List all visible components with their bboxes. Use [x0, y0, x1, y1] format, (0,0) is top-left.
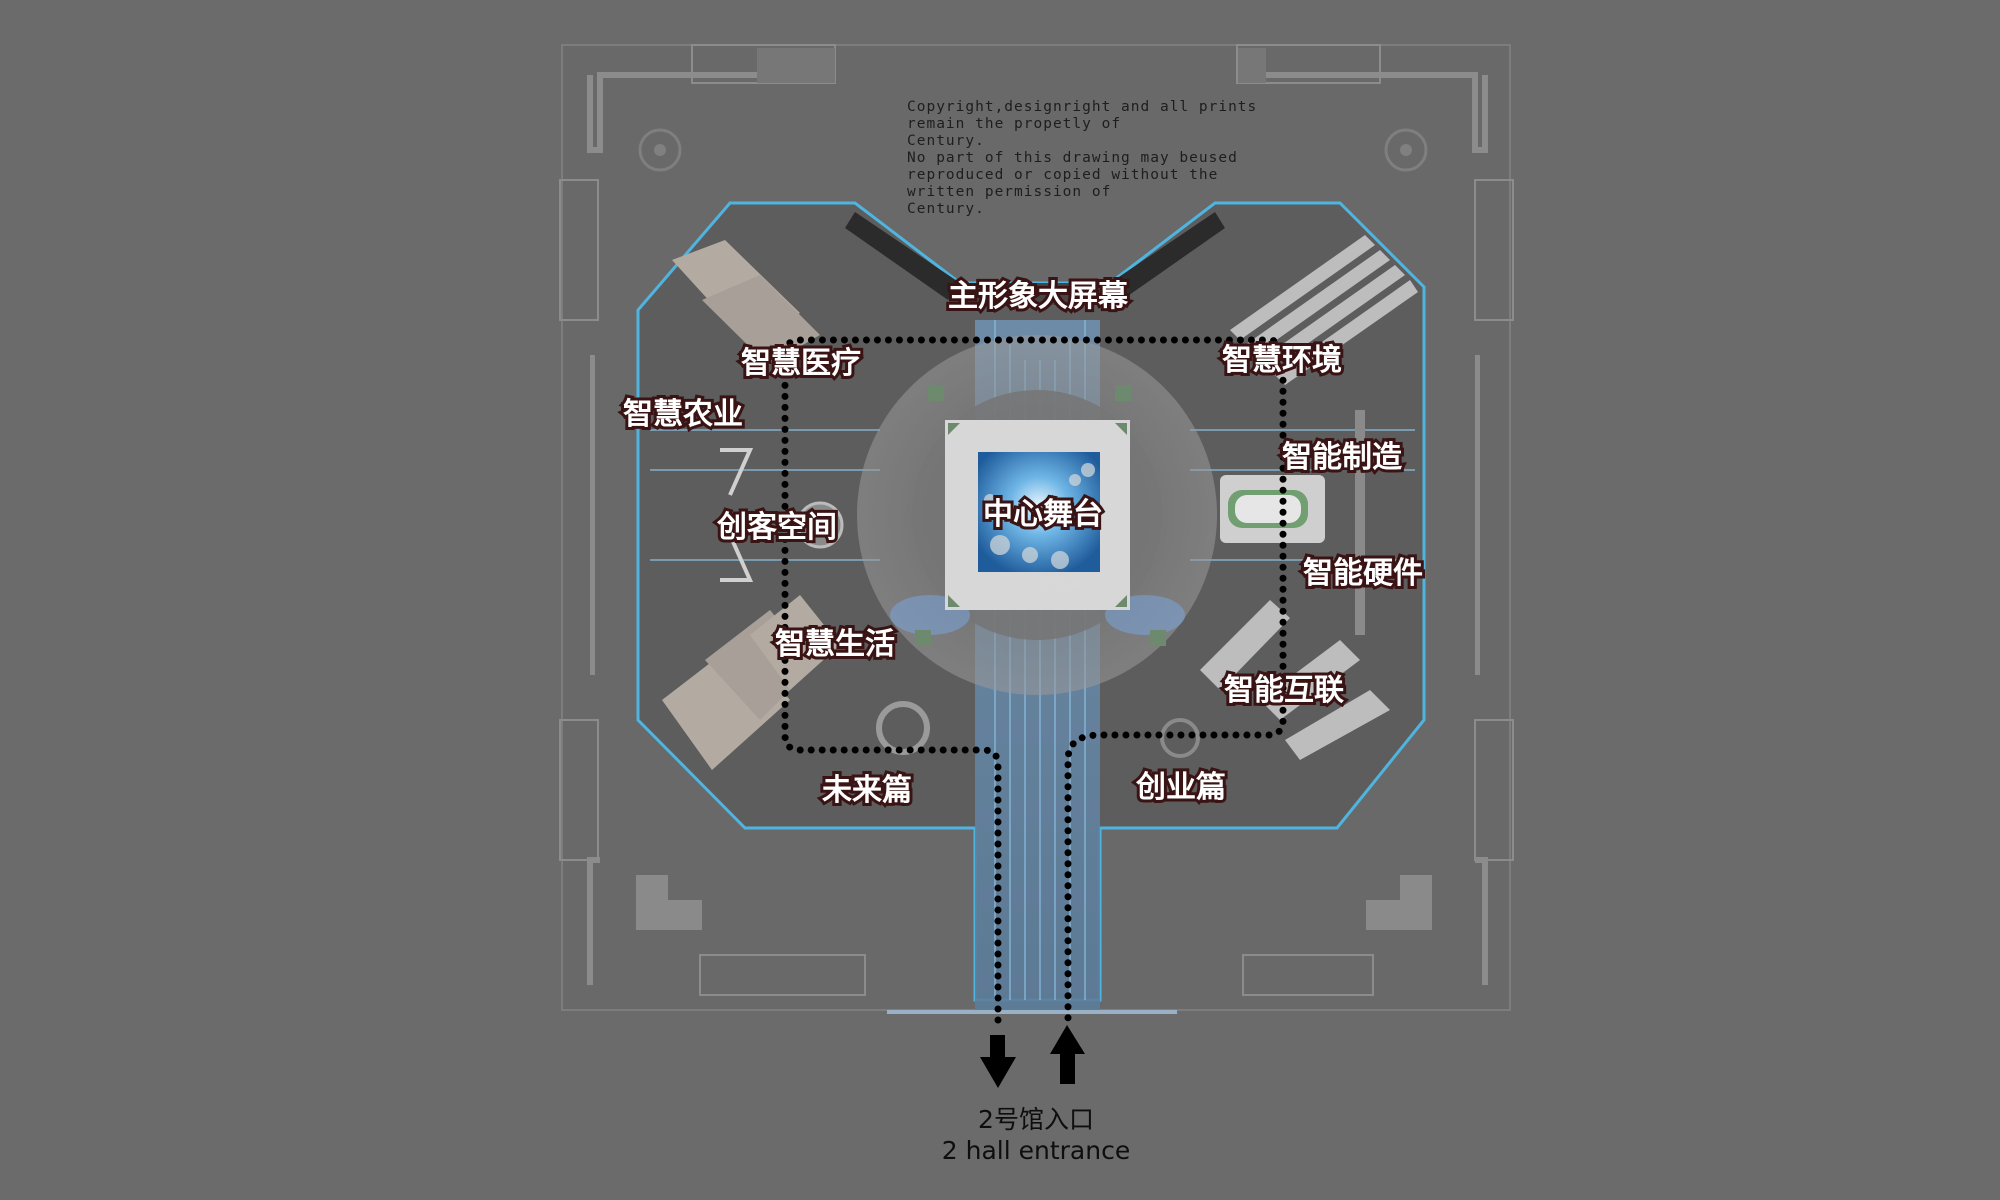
arrow-down-icon [980, 1035, 1016, 1088]
visitor-route [781, 336, 1287, 1024]
copyright-line: remain the propetly of [907, 116, 1121, 132]
zone-label-smart-medical: 智慧医疗 [741, 346, 861, 381]
zone-label-smart-environment: 智慧环境 [1222, 343, 1342, 378]
copyright-line: Copyright,designright and all prints [907, 99, 1257, 115]
arrow-up-icon [1050, 1025, 1085, 1084]
copyright-line: Century. [907, 133, 985, 149]
zone-label-future: 未来篇 [822, 773, 912, 808]
copyright-line: Century. [907, 201, 985, 217]
copyright-line: No part of this drawing may beused [907, 150, 1238, 166]
route-path [781, 336, 1287, 1024]
zone-label-smart-hardware: 智能硬件 [1303, 556, 1423, 591]
zone-labels: 主形象大屏幕 智慧医疗 智慧农业 创客空间 智慧生活 未来篇 创业篇 智慧环境 … [620, 276, 1426, 811]
zone-label-smart-interconnect: 智能互联 [1224, 673, 1344, 708]
zone-label-smart-life: 智慧生活 [775, 627, 895, 662]
zone-label-smart-manufacturing: 智能制造 [1282, 440, 1402, 475]
copyright-line: written permission of [907, 184, 1111, 200]
entrance-label-en: 2 hall entrance [941, 1136, 1131, 1165]
zone-label-center-stage: 中心舞台 [983, 497, 1103, 532]
copyright-note: Copyright,designright and all prints rem… [907, 99, 1267, 217]
stage-enter-label: Enter [1042, 577, 1080, 593]
zone-label-main-screen: 主形象大屏幕 [948, 279, 1129, 314]
center-stage: Enter [945, 420, 1130, 610]
copyright-line: reproduced or copied without the [907, 167, 1218, 183]
entrance-label-cn: 2号馆入口 [978, 1105, 1094, 1134]
zone-label-entrepreneurship: 创业篇 [1135, 770, 1226, 805]
zone-label-smart-agriculture: 智慧农业 [623, 397, 743, 432]
zone-label-maker-space: 创客空间 [716, 510, 837, 545]
